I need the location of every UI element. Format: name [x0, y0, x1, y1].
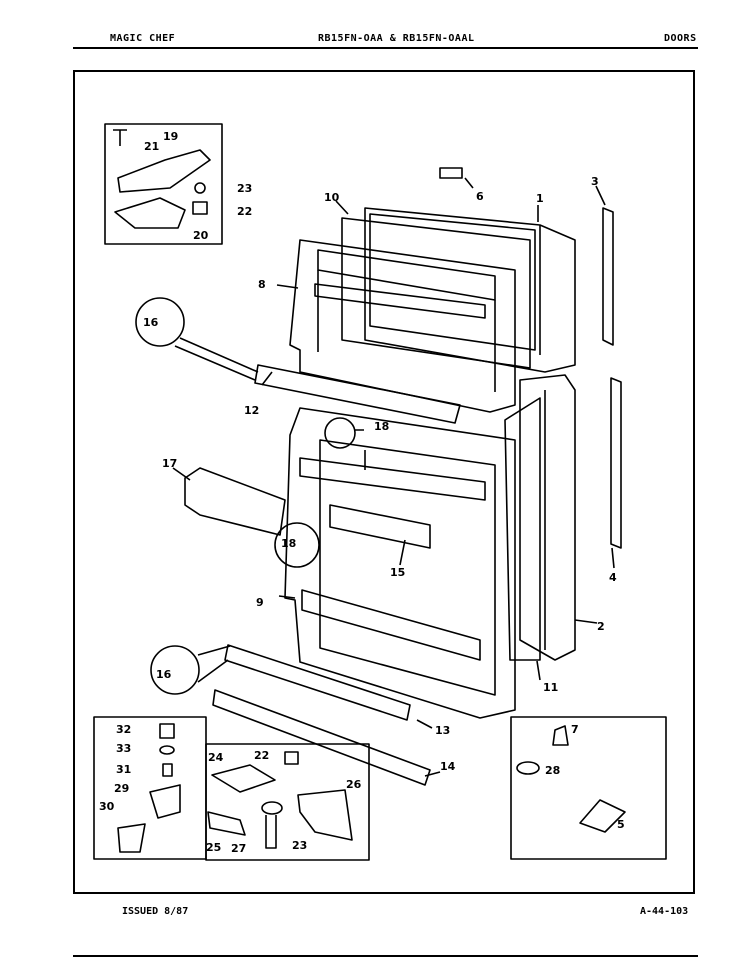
callout-9: 9: [256, 596, 264, 609]
cap-part: [159, 723, 175, 739]
fresh-food-door-panel: [519, 374, 576, 661]
plug-part: [439, 167, 463, 179]
hinge-bracket-30: [117, 823, 146, 853]
plate-25: [207, 811, 246, 836]
pin-part: [162, 763, 173, 777]
door-shelf-bar-13: [224, 644, 411, 721]
callout-5: 5: [617, 818, 625, 831]
freezer-door-panel: [364, 207, 576, 373]
callout-7: 7: [571, 723, 579, 736]
washer-part: [194, 182, 206, 194]
callout-16-lower: 16: [156, 668, 172, 681]
callout-32: 32: [116, 723, 131, 736]
bracket-24: [211, 764, 276, 793]
hinge-inset-box: [104, 123, 223, 245]
callout-27: 27: [231, 842, 246, 855]
callout-24: 24: [208, 751, 224, 764]
callout-25: 25: [206, 841, 221, 854]
hinge-plate-part: [114, 197, 186, 229]
callout-28: 28: [545, 764, 560, 777]
callout-30: 30: [99, 800, 115, 813]
screw-7: [552, 725, 569, 746]
detail-circle-16-lower: [150, 645, 200, 695]
callout-29: 29: [114, 782, 129, 795]
callout-22-lower: 22: [254, 749, 269, 762]
brand-label: MAGIC CHEF: [110, 33, 176, 44]
bracket-5: [579, 799, 626, 833]
bushing-part: [192, 201, 208, 215]
button-28: [516, 761, 540, 775]
callout-21: 21: [144, 140, 159, 153]
model-label: RB15FN-OAA & RB15FN-OAAL: [318, 33, 475, 44]
callout-2: 2: [597, 620, 605, 633]
hinge-set-inset-box: [93, 716, 207, 860]
washer-part-33: [159, 745, 175, 755]
callout-23-lower: 23: [292, 839, 307, 852]
fresh-food-door-liner: [284, 407, 516, 719]
callout-13: 13: [435, 724, 450, 737]
callout-20: 20: [193, 229, 209, 242]
callout-10: 10: [324, 191, 340, 204]
issued-label: ISSUED 8/87: [122, 906, 189, 917]
diagram-frame: [73, 70, 695, 894]
detail-leader-upper: [174, 337, 259, 381]
hinge-pin-27: [265, 815, 277, 849]
header-rule: [73, 47, 698, 49]
side-trim-upper: [602, 207, 614, 346]
freezer-door-liner: [289, 239, 516, 413]
code-label: A-44-103: [640, 906, 689, 917]
detail-circle-16-upper: [135, 297, 185, 347]
callout-15: 15: [390, 566, 405, 579]
hinge-bracket-29: [149, 784, 181, 819]
upper-hinge-part: [117, 149, 211, 193]
bracket-inset-box: [205, 743, 370, 861]
callout-26: 26: [346, 778, 362, 791]
fresh-food-gasket: [504, 397, 541, 661]
washer-23-lower: [261, 801, 283, 815]
callout-1: 1: [536, 192, 544, 205]
detail-circle-18-lower: [274, 522, 320, 568]
callout-12: 12: [244, 404, 259, 417]
callout-22-upper: 22: [237, 205, 252, 218]
callout-17: 17: [162, 457, 177, 470]
dairy-compartment-door: [184, 467, 286, 536]
callout-4: 4: [609, 571, 617, 584]
detail-leader-lower: [197, 645, 231, 683]
bushing-22-lower: [284, 751, 299, 765]
callout-11: 11: [543, 681, 558, 694]
callout-3: 3: [591, 175, 599, 188]
hardware-inset-box: [510, 716, 667, 860]
callout-19: 19: [163, 130, 178, 143]
callout-14: 14: [440, 760, 456, 773]
callout-33: 33: [116, 742, 131, 755]
callout-23-upper: 23: [237, 182, 252, 195]
callout-18-upper: 18: [374, 420, 389, 433]
callout-8: 8: [258, 278, 266, 291]
footer-rule: [73, 955, 698, 957]
detail-circle-18-upper: [324, 417, 356, 449]
callout-6: 6: [476, 190, 484, 203]
side-trim-lower: [610, 377, 622, 549]
callout-16-upper: 16: [143, 316, 159, 329]
freezer-door-shelf-bar: [254, 364, 461, 424]
callout-18-lower: 18: [281, 537, 296, 550]
bracket-26: [297, 789, 353, 841]
screw-part: [113, 129, 127, 146]
section-label: DOORS: [664, 33, 697, 44]
callout-31: 31: [116, 763, 131, 776]
door-shelf-bar-14: [212, 689, 431, 786]
